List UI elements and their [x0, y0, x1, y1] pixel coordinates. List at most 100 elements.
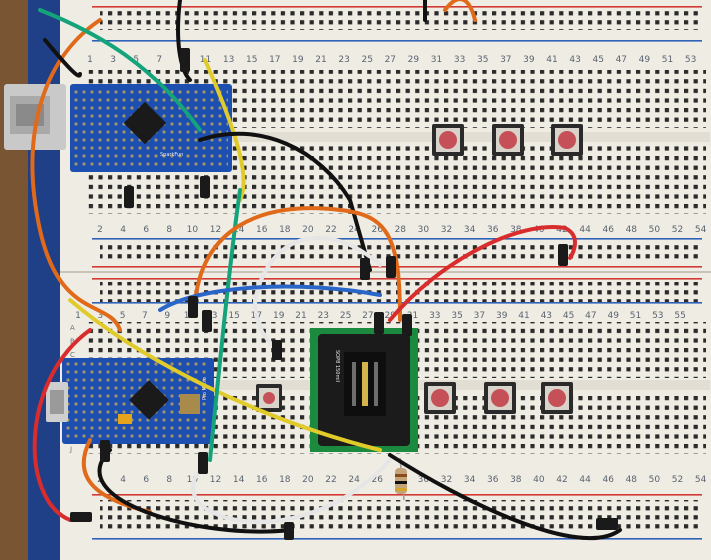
breadboard-number: 20 [302, 225, 314, 235]
wire-yellow-long [68, 58, 382, 452]
top-rail-blue-line [92, 40, 702, 42]
breadboard-number: 31 [407, 311, 418, 321]
breadboard-number: 46 [602, 225, 614, 235]
breadboard-number: 45 [592, 55, 603, 65]
breadboard-number: 1 [75, 311, 81, 321]
breadboard-number: 38 [510, 225, 522, 235]
breadboard-number: 20 [302, 475, 314, 485]
breadboard-number: 9 [164, 311, 170, 321]
breadboard-number: 53 [685, 55, 696, 65]
breadboard-number: 16 [256, 225, 268, 235]
resistor [395, 457, 407, 501]
breadboard-number: 55 [674, 311, 685, 321]
breadboard-number: 2 [97, 225, 103, 235]
breadboard-number: 52 [672, 225, 683, 235]
wire-black-bottom [97, 448, 292, 534]
wire-black-right [388, 453, 622, 541]
breadboard-number: 41 [518, 311, 529, 321]
breadboard-number: 27 [385, 55, 396, 65]
sparkfun-label: SparkFun [160, 152, 183, 158]
top-rail-red-line [92, 6, 702, 8]
breadboard-number: 48 [626, 475, 638, 485]
push-button-top-3 [551, 124, 583, 156]
breadboard-number: 51 [662, 55, 673, 65]
breadboard-number: 44 [579, 475, 591, 485]
breadboard-number: 14 [233, 225, 245, 235]
push-button-top-1 [432, 124, 464, 156]
microcontroller-chip-bottom [129, 380, 169, 420]
breadboard-number: 45 [563, 311, 574, 321]
breadboard-number: 24 [348, 225, 360, 235]
breadboard-number: 38 [510, 475, 522, 485]
push-button-bottom-1 [424, 382, 456, 414]
breadboard-number: 37 [500, 55, 511, 65]
top-rail-holes [100, 10, 700, 30]
usb-connector-top [4, 84, 66, 150]
breadboard-number: 37 [474, 311, 485, 321]
breadboard-number: 19 [292, 55, 304, 65]
wire-blue-long [158, 284, 382, 312]
breadboard-number: 41 [546, 55, 557, 65]
breadboard-number: 22 [325, 225, 336, 235]
breadboard-number: 40 [533, 225, 545, 235]
wire-orange-top-right [443, 0, 477, 22]
breadboard-number: 47 [616, 55, 627, 65]
breadboard-number: 28 [395, 225, 407, 235]
breadboard-number: 39 [496, 311, 508, 321]
breadboard-number: 50 [649, 225, 661, 235]
breadboard-number: 24 [348, 475, 360, 485]
wire-green-long [208, 188, 242, 462]
breadboard-number: 34 [464, 475, 476, 485]
breadboard-number: 50 [649, 475, 661, 485]
breadboard-number: 26 [371, 475, 383, 485]
row-letter: J [69, 446, 72, 454]
breadboard-number: 19 [273, 311, 285, 321]
breadboard-number: 36 [487, 225, 499, 235]
breadboard-number: 14 [233, 475, 245, 485]
breadboard-number: 34 [464, 225, 476, 235]
breadboard-number: 48 [626, 225, 638, 235]
usb-connector-bottom [46, 382, 68, 422]
wire-green-top [38, 8, 202, 132]
breadboard-number: 23 [318, 311, 329, 321]
row-letter: B [70, 338, 75, 346]
breadboard-number: 17 [269, 55, 280, 65]
breadboard-number: 30 [418, 475, 430, 485]
wire-white-long [252, 235, 382, 352]
breadboard-number: 25 [361, 55, 372, 65]
breadboard-number: 12 [210, 225, 221, 235]
breadboard-number: 43 [569, 55, 580, 65]
top-lower-rail-holes [100, 242, 700, 262]
breadboard-number: 7 [142, 311, 148, 321]
breadboard-number: 8 [166, 225, 172, 235]
push-button-bottom-left [256, 384, 282, 412]
breadboard-number: 42 [556, 475, 567, 485]
breadboard-number: 4 [120, 475, 126, 485]
breadboard-number: 21 [295, 311, 306, 321]
breadboard-number: 1 [87, 55, 93, 65]
breadboard-number: 35 [451, 311, 462, 321]
breadboard-number: 36 [487, 475, 499, 485]
breadboard-number: 29 [408, 55, 420, 65]
wire-red-left [32, 328, 92, 522]
breadboard-number: 18 [279, 225, 291, 235]
push-button-bottom-3 [541, 382, 573, 414]
pro-micro-label: Pro Micro [202, 377, 208, 400]
breadboard-number: 31 [431, 55, 442, 65]
breadboard-number: 7 [156, 55, 162, 65]
breadboard-number: 3 [110, 55, 116, 65]
breadboard-number: 12 [210, 475, 221, 485]
breadboard-number: 39 [523, 55, 535, 65]
breadboard-number: 33 [454, 55, 465, 65]
breadboard-number: 33 [429, 311, 440, 321]
wire-white-bottom [191, 458, 392, 524]
wire-plugs [70, 48, 618, 540]
crystal [180, 394, 200, 414]
sop8-socket: SOP8 150mil [310, 328, 418, 452]
breadboard-number: 54 [695, 475, 707, 485]
row-letter: C [70, 351, 75, 359]
top-breadboard: 1357911131517192123252729313335373941434… [60, 0, 711, 272]
breadboard-number: 13 [223, 55, 234, 65]
breadboard-number: 5 [133, 55, 139, 65]
